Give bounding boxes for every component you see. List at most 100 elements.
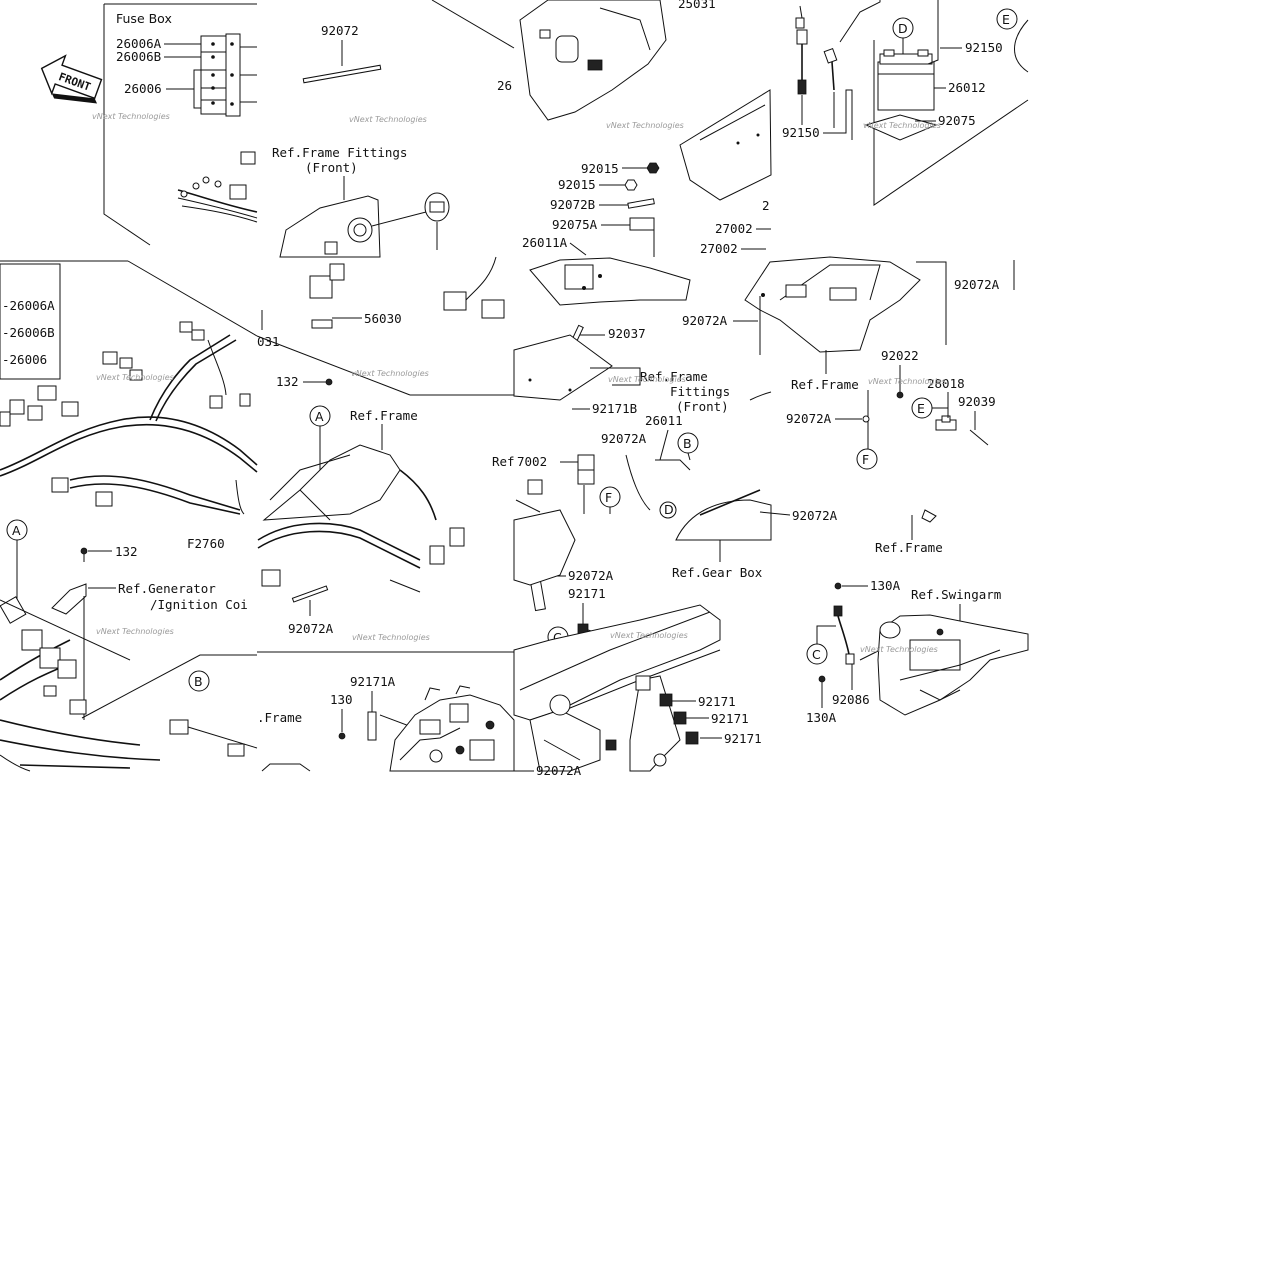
- tile-swingarm: 130A Ref.Swingarm C 130A 92086 vNext Tec…: [806, 578, 1029, 725]
- label-92039: 92039: [958, 394, 996, 409]
- ref-swingarm-label: Ref.Swingarm: [911, 587, 1001, 602]
- fittings-label: Fittings: [670, 384, 730, 399]
- label-26-partial: 26: [497, 78, 512, 93]
- label-92072A-t12: 92072A: [536, 763, 582, 778]
- clip-92171-c: [673, 711, 687, 725]
- connector-right: [443, 256, 505, 319]
- label-26006-left: -26006: [2, 352, 47, 367]
- battery-26012: [877, 49, 935, 111]
- watermark-t3: vNext Technologies: [606, 121, 684, 130]
- label-92075: 92075: [938, 113, 976, 128]
- ref-frame-label-t8: Ref.Frame: [640, 369, 708, 384]
- tile-generator: A 132 F2760 Ref.Generator /Ignition Coi …: [0, 519, 258, 772]
- watermark-t1: vNext Technologies: [92, 112, 170, 121]
- usb-socket-cap: [424, 192, 450, 222]
- swingarm-body: [877, 614, 1029, 716]
- rear-frame-bracket: [744, 256, 921, 353]
- label-7002: 7002: [517, 454, 547, 469]
- front-paren-label: (Front): [305, 160, 358, 175]
- label-132-t10: 132: [115, 544, 138, 559]
- tile-frame-fittings-front: 92072 Ref.Frame Fittings (Front): [272, 0, 515, 258]
- tile-frame-front: 031 56030 132 A Ref.Frame: [256, 256, 514, 636]
- tile-fuse-box: Fuse Box 26006A 26006B 26006 FRONT: [40, 3, 258, 246]
- fuse-label-box: [0, 263, 61, 380]
- label-25031: 25031: [678, 0, 716, 11]
- ignition-coil-label: /Ignition Coi: [150, 597, 248, 612]
- front-direction-arrow: FRONT: [40, 54, 103, 104]
- watermark-t8: vNext Technologies: [608, 375, 686, 384]
- callout-b-label: B: [683, 436, 692, 451]
- tile-engine: 92171A 130 .Frame vNext Technologies: [257, 633, 515, 772]
- label-92150-a: 92150: [965, 40, 1003, 55]
- label-26006A: 26006A: [116, 36, 162, 51]
- ref-frame-fittings-label: Ref.Frame Fittings: [272, 145, 407, 160]
- tile-frame-rail: 2 27002 27002: [679, 89, 772, 256]
- label-92171-c: 92171: [711, 711, 749, 726]
- label-26006B-left: -26006B: [2, 325, 55, 340]
- callout-f-t9: [856, 448, 878, 470]
- callout-f-t9-label: F: [862, 452, 869, 467]
- label-2-partial: 2: [762, 198, 770, 213]
- frame-partial-label: .Frame: [257, 710, 302, 725]
- engine-block: [389, 685, 515, 772]
- label-92072: 92072: [321, 23, 359, 38]
- ref-partial-label: Ref: [492, 454, 515, 469]
- label-26006A-left: -26006A: [2, 298, 55, 313]
- frame-fitting-bracket: [279, 195, 381, 258]
- label-28018: 28018: [927, 376, 965, 391]
- ref-frame-label: Ref.Frame: [350, 408, 418, 423]
- fuse-dots: [211, 42, 234, 106]
- watermark-t6: vNext Technologies: [96, 373, 174, 382]
- label-26006: 26006: [124, 81, 162, 96]
- label-132: 132: [276, 374, 299, 389]
- center-plate: [513, 334, 613, 401]
- battery-cable-positive: [823, 48, 838, 128]
- clip-92171-b: [659, 693, 673, 707]
- label-92171A: 92171A: [350, 674, 396, 689]
- label-56030: 56030: [364, 311, 402, 326]
- tile-main-harness: -26006A -26006B -26006 v: [0, 260, 258, 515]
- label-92072A-a-t8: 92072A: [601, 431, 647, 446]
- label-92037: 92037: [608, 326, 646, 341]
- nut-92015-a: [646, 162, 660, 174]
- cable-92150-upper: [927, 0, 939, 65]
- tile-lower-frame: 92171 C 92171 92171 92171 92072A vNe: [513, 586, 762, 778]
- fuse-box-label: Fuse Box: [116, 11, 172, 26]
- label-92072A-b-t8: 92072A: [792, 508, 838, 523]
- clip-92171-d: [685, 731, 699, 745]
- watermark-t10: vNext Technologies: [96, 627, 174, 636]
- lower-frame-rails: [513, 604, 721, 772]
- ref-generator-label: Ref.Generator: [118, 581, 216, 596]
- callout-c-t12-label: C: [553, 630, 562, 645]
- frame-rail: [679, 89, 772, 201]
- center-frame-bracket: [529, 257, 691, 306]
- bolt-92022: [896, 391, 904, 399]
- bolt-130: [338, 732, 346, 740]
- label-92086: 92086: [832, 692, 870, 707]
- band-92072B: [627, 198, 655, 209]
- callout-b-t10: [188, 670, 210, 692]
- connector-7002: [577, 454, 595, 472]
- label-92072A-a-t9: 92072A: [682, 313, 728, 328]
- relay-56030: [309, 263, 345, 329]
- callout-e: [996, 8, 1018, 30]
- watermark-t13: vNext Technologies: [860, 645, 938, 654]
- label-92171-d: 92171: [724, 731, 762, 746]
- tile-center-harness: 92037 Ref.Frame Fittings (Front) 92171B …: [492, 257, 838, 612]
- label-27002-a: 27002: [715, 221, 753, 236]
- label-92015-a: 92015: [581, 161, 619, 176]
- watermark-t7: vNext Technologies: [351, 369, 429, 378]
- front-paren-label-t8: (Front): [676, 399, 729, 414]
- label-92072B: 92072B: [550, 197, 595, 212]
- label-92022: 92022: [881, 348, 919, 363]
- label-26012: 26012: [948, 80, 986, 95]
- cable-tie-t7: [291, 585, 329, 603]
- callout-f-label: F: [605, 490, 612, 505]
- label-92075A: 92075A: [552, 217, 598, 232]
- watermark-t5: vNext Technologies: [863, 121, 941, 130]
- bolt-132-t10: [80, 547, 88, 555]
- label-26006B: 26006B: [116, 49, 161, 64]
- front-panel-25031: [519, 0, 667, 121]
- ground-cable-92086: [833, 605, 855, 665]
- center-lower-bracket: [513, 509, 576, 586]
